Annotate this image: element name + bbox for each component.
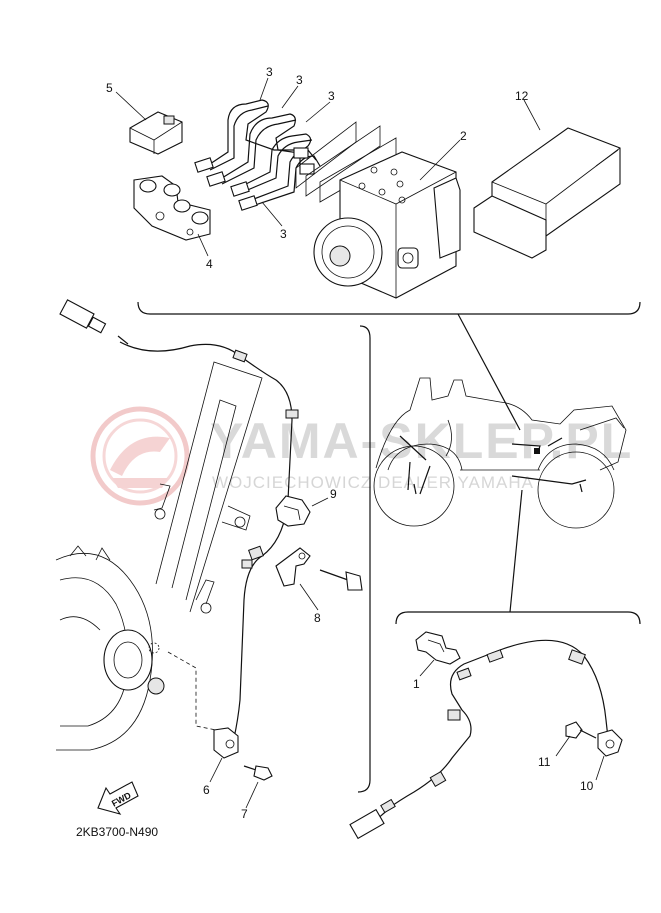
- watermark-subtitle: WOJCIECHOWICZ DEALER YAMAHA: [212, 473, 534, 492]
- part-8-sensor-bracket: [275, 547, 363, 611]
- callout-8: 8: [314, 611, 321, 625]
- part-7-bolt: [243, 765, 273, 809]
- fwd-arrow-icon: FWD: [97, 781, 139, 815]
- part-12-control-unit: [473, 99, 621, 259]
- right-section-divider: [357, 325, 371, 793]
- watermark-logo-icon: [90, 406, 190, 506]
- leader-dash-hub-to-sensor: [167, 651, 217, 731]
- part-2-hydraulic-unit: [295, 121, 461, 299]
- top-section-bracket: [137, 301, 641, 315]
- part-6-front-wheel-sensor: [59, 299, 299, 783]
- leader-top-to-bike: [457, 313, 521, 431]
- callout-10: 10: [580, 779, 594, 793]
- callout-9: 9: [330, 487, 337, 501]
- callout-5: 5: [106, 81, 113, 95]
- callout-6: 6: [203, 783, 210, 797]
- part-10-rear-wheel-sensor: [349, 639, 623, 840]
- part-5-coupler: [115, 91, 183, 155]
- callout-2: 2: [460, 129, 467, 143]
- leader-bike-to-rear-detail: [509, 489, 523, 613]
- callout-11: 11: [538, 755, 551, 769]
- callout-1: 1: [413, 677, 420, 691]
- watermark-title: YAMA-SKLEP.PL: [210, 413, 633, 469]
- wheel-hub: [55, 545, 165, 751]
- part-4-bracket: [133, 175, 211, 257]
- watermark: YAMA-SKLEP.PL WOJCIECHOWICZ DEALER YAMAH…: [90, 406, 633, 506]
- front-fork-assembly: [153, 361, 263, 614]
- part-11-bolt: [555, 721, 597, 757]
- callout-7: 7: [241, 807, 248, 821]
- part-1-clamp: [415, 631, 461, 677]
- callout-3: 3: [296, 73, 303, 87]
- part-3-brake-pipes: [194, 77, 331, 227]
- part-9-clamp: [275, 495, 329, 527]
- callout-12: 12: [515, 89, 529, 103]
- diagram-code: 2KB3700-N490: [76, 825, 158, 839]
- callout-3: 3: [266, 65, 273, 79]
- motorcycle-outline: [373, 377, 627, 529]
- callout-3: 3: [280, 227, 287, 241]
- callout-3: 3: [328, 89, 335, 103]
- callout-4: 4: [206, 257, 213, 271]
- rear-detail-bracket: [395, 611, 641, 625]
